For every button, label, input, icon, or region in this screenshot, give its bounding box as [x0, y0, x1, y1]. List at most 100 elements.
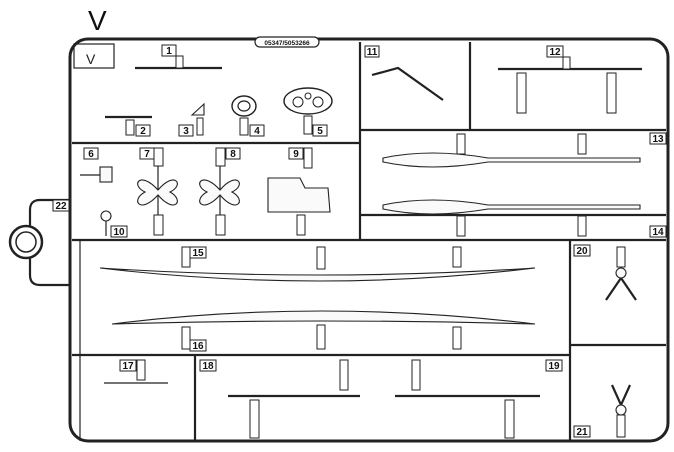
part-5-hole — [312, 96, 324, 108]
part-16-gate — [452, 326, 462, 350]
part-14-oar — [382, 199, 641, 215]
part-18-gate — [339, 359, 349, 391]
part-22-ring-inner — [15, 231, 37, 253]
part-label-16: 16 — [189, 339, 207, 352]
svg-text:21: 21 — [576, 427, 588, 438]
part-label-8: 8 — [225, 147, 241, 160]
part-21-arms — [610, 384, 632, 408]
svg-text:9: 9 — [293, 149, 299, 160]
svg-text:13: 13 — [652, 134, 664, 145]
part-15-strip — [99, 267, 536, 282]
part-20-hub — [615, 267, 627, 279]
part-label-22: 22 — [52, 199, 70, 212]
part-19-gate — [411, 359, 421, 391]
part-13-gate — [577, 133, 587, 155]
part-8-gate — [215, 214, 226, 236]
part-label-5: 5 — [312, 124, 328, 137]
part-20-legs — [605, 277, 637, 301]
part-label-12: 12 — [546, 45, 564, 58]
part-13-gate — [456, 133, 466, 155]
svg-text:11: 11 — [367, 47, 378, 58]
part-label-9: 9 — [288, 147, 304, 160]
part-19-leg — [504, 399, 515, 439]
part-17-gate — [136, 359, 146, 381]
part-12-leg — [606, 72, 617, 114]
part-label-20: 20 — [573, 244, 591, 257]
part-12-gate — [562, 56, 571, 70]
sprue-letter: V — [88, 5, 107, 36]
part-21-hub — [615, 404, 627, 416]
part-label-4: 4 — [249, 124, 265, 137]
svg-text:6: 6 — [88, 149, 94, 160]
svg-text:3: 3 — [183, 126, 189, 137]
svg-text:14: 14 — [652, 227, 664, 238]
part-label-7: 7 — [139, 147, 155, 160]
part-7-gate — [153, 147, 164, 167]
svg-text:19: 19 — [548, 361, 560, 372]
part-15-gate — [452, 246, 462, 268]
corner-label-box — [73, 43, 115, 69]
part-label-1: 1 — [161, 44, 177, 57]
part-label-13: 13 — [649, 132, 667, 145]
svg-text:10: 10 — [113, 227, 125, 238]
svg-text:4: 4 — [254, 126, 260, 137]
part-15-gate — [181, 246, 191, 268]
part-label-10: 10 — [110, 225, 128, 238]
part-11-shape — [371, 66, 444, 101]
part-label-17: 17 — [119, 359, 137, 372]
svg-text:17: 17 — [122, 361, 134, 372]
corner-label: V — [86, 51, 96, 67]
part-5-hole — [304, 92, 312, 100]
part-2-gate — [125, 119, 135, 136]
part-8-propeller — [199, 179, 240, 206]
part-13-oar — [382, 152, 641, 168]
part-16-strip — [111, 310, 536, 325]
part-15-gate — [316, 246, 326, 270]
part-3-gate — [196, 117, 204, 136]
part-10-shape — [100, 210, 112, 222]
svg-text:5: 5 — [317, 126, 323, 137]
sprue-code: 05347/5053266 — [264, 40, 310, 47]
svg-text:22: 22 — [55, 201, 67, 212]
part-5-shape — [283, 87, 333, 115]
part-18-leg — [249, 399, 260, 439]
part-9-shape — [267, 177, 331, 213]
svg-text:16: 16 — [192, 341, 204, 352]
part-label-18: 18 — [199, 359, 217, 372]
part-12-leg — [516, 72, 527, 114]
part-16-gate — [316, 324, 326, 350]
part-label-21: 21 — [573, 425, 591, 438]
part-5-gate — [303, 115, 313, 135]
part-7-propeller — [137, 179, 178, 206]
part-6-shape — [99, 166, 113, 183]
svg-text:20: 20 — [576, 246, 588, 257]
part-label-15: 15 — [189, 246, 207, 259]
part-7-gate — [153, 214, 164, 236]
part-3-shape — [190, 102, 205, 116]
svg-text:2: 2 — [140, 126, 146, 137]
svg-text:15: 15 — [192, 248, 204, 259]
part-4-gate — [239, 117, 249, 136]
part-8-gate — [215, 147, 226, 167]
part-9-gate — [303, 147, 313, 169]
svg-text:18: 18 — [202, 361, 214, 372]
sprue-frame — [68, 37, 670, 443]
part-label-6: 6 — [83, 147, 99, 160]
part-labels: 1 2 3 4 5 6 7 8 9 10 11 12 13 14 15 16 1… — [52, 44, 667, 438]
part-label-3: 3 — [178, 124, 194, 137]
part-label-14: 14 — [649, 225, 667, 238]
part-label-11: 11 — [364, 45, 380, 58]
part-9-gate — [296, 214, 306, 236]
part-14-gate — [456, 215, 466, 237]
svg-text:1: 1 — [166, 46, 172, 57]
part-21-gate — [616, 414, 626, 438]
svg-text:7: 7 — [144, 149, 150, 160]
part-1-gate — [175, 55, 184, 69]
svg-text:8: 8 — [230, 149, 236, 160]
part-label-2: 2 — [135, 124, 151, 137]
part-4-hole — [237, 100, 251, 112]
sprue-code-pill — [254, 36, 320, 48]
part-14-gate — [577, 215, 587, 237]
